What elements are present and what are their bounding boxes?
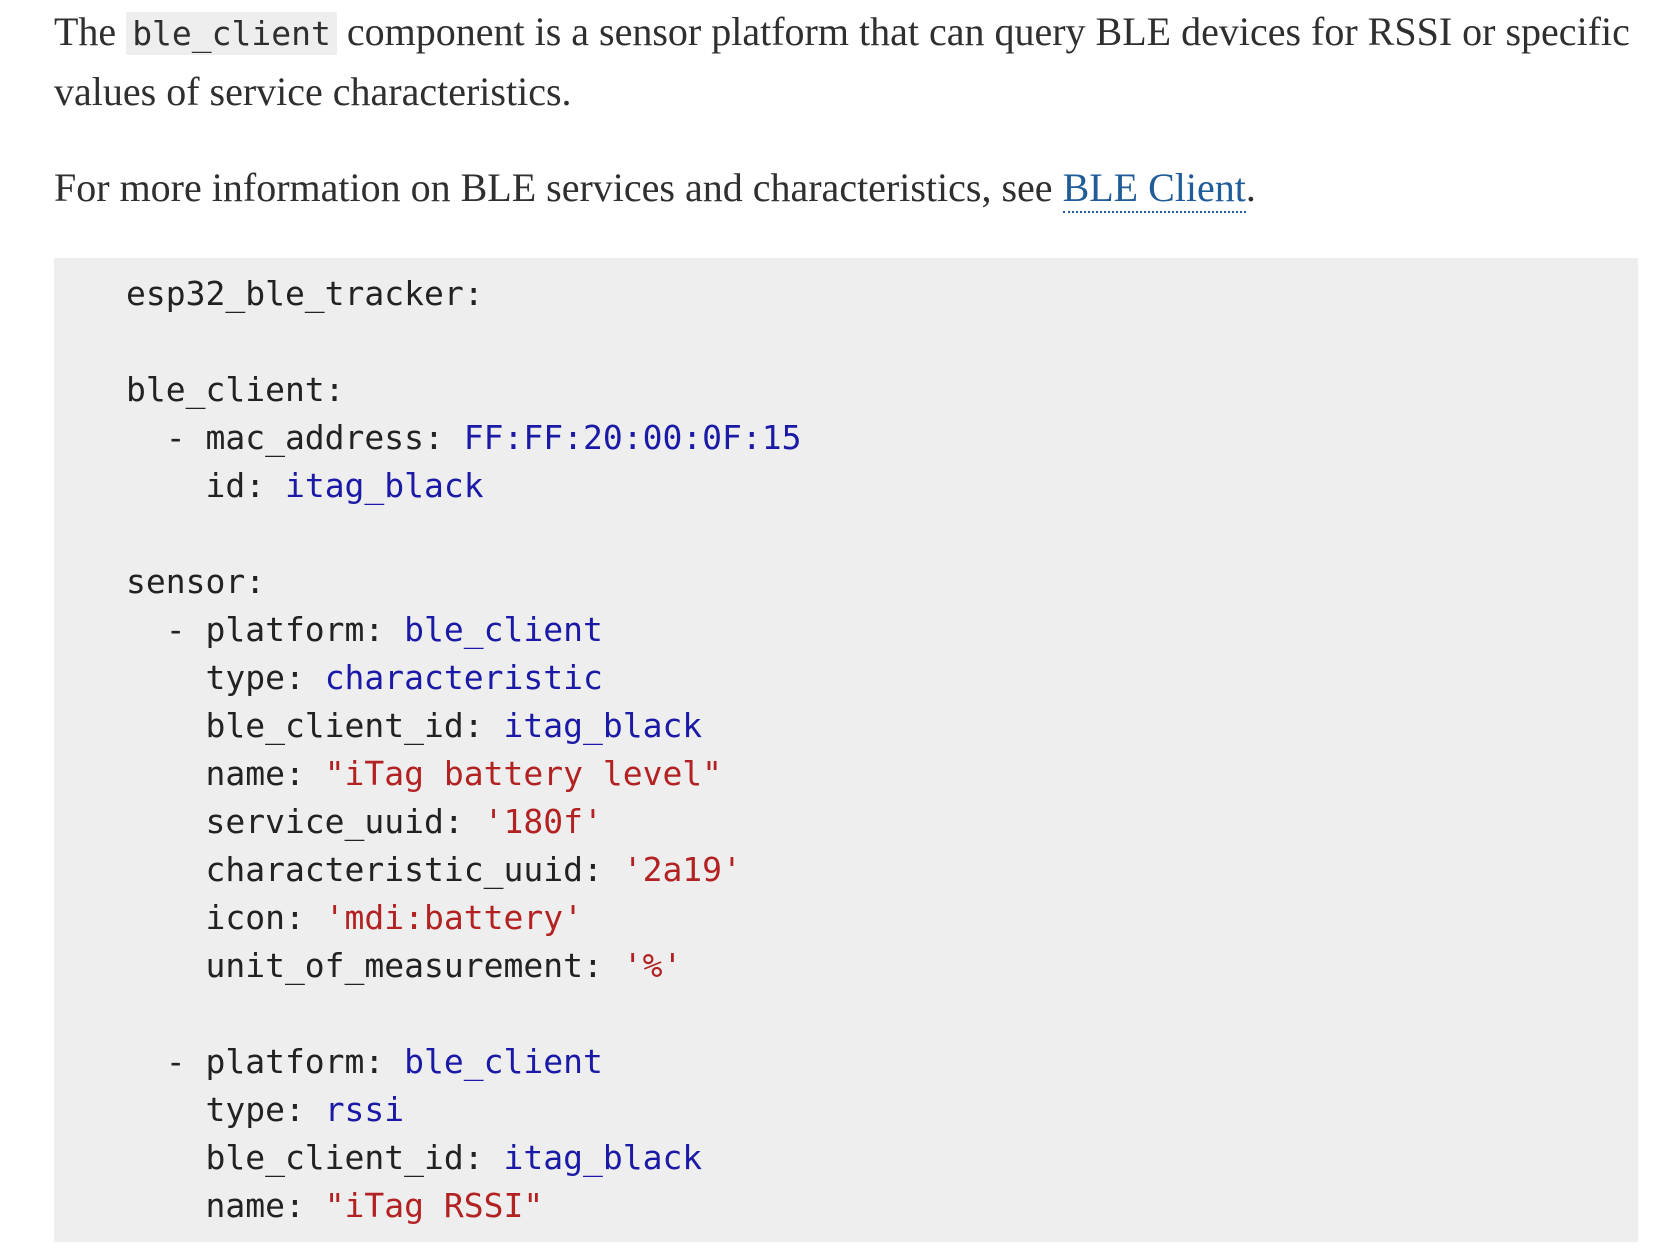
blank-line (126, 510, 1638, 558)
code-line: sensor: (126, 558, 1638, 606)
yaml-string: '2a19' (622, 850, 742, 889)
blank-line (126, 990, 1638, 1038)
yaml-key: - platform: (126, 610, 405, 649)
yaml-key: ble_client: (126, 370, 345, 409)
code-line: type: characteristic (126, 654, 1638, 702)
code-line: esp32_ble_tracker: (126, 270, 1638, 318)
yaml-key: - platform: (126, 1042, 405, 1081)
yaml-string: '%' (622, 946, 683, 985)
yaml-value: itag_black (284, 466, 484, 505)
inline-code-ble-client: ble_client (126, 12, 337, 55)
yaml-key: id: (126, 466, 285, 505)
intro-text-after: component is a sensor platform that can … (54, 9, 1630, 114)
code-line: id: itag_black (126, 462, 1638, 510)
code-line: unit_of_measurement: '%' (126, 942, 1638, 990)
yaml-value: rssi (324, 1090, 405, 1129)
code-line: service_uuid: '180f' (126, 798, 1638, 846)
more-info-text-before: For more information on BLE services and… (54, 165, 1063, 210)
yaml-string: "iTag RSSI" (324, 1186, 544, 1225)
more-info-paragraph: For more information on BLE services and… (54, 159, 1638, 217)
yaml-key: service_uuid: (126, 802, 484, 841)
code-line: name: "iTag RSSI" (126, 1182, 1638, 1230)
yaml-value: FF:FF:20:00:0F:15 (463, 418, 802, 457)
yaml-key: type: (126, 658, 325, 697)
code-line: ble_client_id: itag_black (126, 702, 1638, 750)
yaml-key: ble_client_id: (126, 1138, 504, 1177)
yaml-key: unit_of_measurement: (126, 946, 623, 985)
yaml-value: characteristic (324, 658, 603, 697)
code-line: icon: 'mdi:battery' (126, 894, 1638, 942)
code-line: type: rssi (126, 1086, 1638, 1134)
code-line: ble_client: (126, 366, 1638, 414)
yaml-key: name: (126, 754, 325, 793)
code-line: - platform: ble_client (126, 606, 1638, 654)
code-line: - mac_address: FF:FF:20:00:0F:15 (126, 414, 1638, 462)
code-line: name: "iTag battery level" (126, 750, 1638, 798)
yaml-string: "iTag battery level" (324, 754, 723, 793)
intro-text-before: The (54, 9, 127, 54)
yaml-key: esp32_ble_tracker: (126, 274, 484, 313)
yaml-key: characteristic_uuid: (126, 850, 623, 889)
code-line: characteristic_uuid: '2a19' (126, 846, 1638, 894)
yaml-value: itag_black (503, 706, 703, 745)
ble-client-link[interactable]: BLE Client (1062, 165, 1246, 213)
yaml-key: ble_client_id: (126, 706, 504, 745)
yaml-key: - mac_address: (126, 418, 464, 457)
intro-paragraph: The ble_client component is a sensor pla… (54, 3, 1638, 121)
yaml-key: icon: (126, 898, 325, 937)
yaml-key: name: (126, 1186, 325, 1225)
more-info-text-after: . (1245, 165, 1256, 210)
yaml-key: sensor: (126, 562, 266, 601)
blank-line (126, 318, 1638, 366)
yaml-code-block: esp32_ble_tracker: ble_client: - mac_add… (54, 258, 1638, 1242)
code-line: - platform: ble_client (126, 1038, 1638, 1086)
yaml-string: '180f' (483, 802, 603, 841)
code-line: ble_client_id: itag_black (126, 1134, 1638, 1182)
yaml-value: itag_black (503, 1138, 703, 1177)
yaml-key: type: (126, 1090, 325, 1129)
yaml-string: 'mdi:battery' (324, 898, 583, 937)
yaml-value: ble_client (404, 610, 603, 649)
yaml-value: ble_client (404, 1042, 603, 1081)
